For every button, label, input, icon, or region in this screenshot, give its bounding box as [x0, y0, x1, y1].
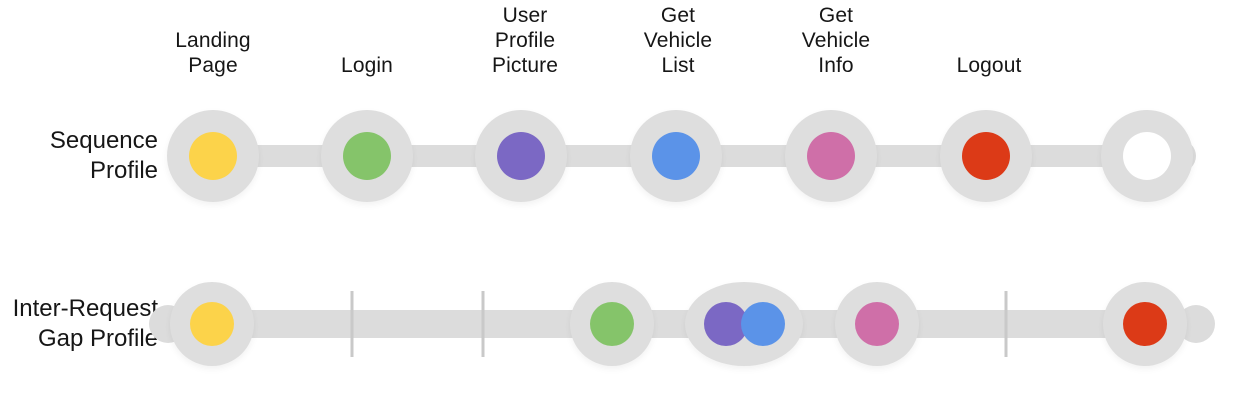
dot-get-vehicle-info-sequence-profile[interactable] — [807, 132, 855, 180]
row-label-inter-request-gap-profile: Inter-Request Gap Profile — [12, 295, 158, 352]
dot-get-vehicle-info-inter-request-gap-profile[interactable] — [855, 302, 899, 346]
dot-get-vehicle-list-sequence-profile[interactable] — [652, 132, 700, 180]
column-label-6: Logout — [956, 54, 1022, 77]
dot-user-profile-picture-sequence-profile[interactable] — [497, 132, 545, 180]
row-label-sequence-profile: Sequence Profile — [49, 127, 158, 184]
node-hole-end-marker-sequence-profile — [1123, 132, 1171, 180]
column-label-3: User Profile Picture — [491, 4, 559, 77]
dot-login-sequence-profile[interactable] — [343, 132, 391, 180]
dot-logout-sequence-profile[interactable] — [962, 132, 1010, 180]
connector-track-inter-request-gap-profile — [168, 310, 1196, 338]
column-label-2: Login — [341, 54, 393, 77]
column-label-5: Get Vehicle Info — [801, 4, 871, 77]
gap-tick-1-inter-request-gap-profile — [350, 291, 354, 357]
dot-landing-page-inter-request-gap-profile[interactable] — [190, 302, 234, 346]
dot-user-profile-picture-inter-request-gap-profile[interactable] — [704, 302, 748, 346]
gap-tick-3-inter-request-gap-profile — [1004, 291, 1008, 357]
dot-logout-inter-request-gap-profile[interactable] — [1123, 302, 1167, 346]
gap-tick-2-inter-request-gap-profile — [481, 291, 485, 357]
column-label-4: Get Vehicle List — [643, 4, 713, 77]
column-label-1: Landing Page — [175, 29, 251, 77]
dot-landing-page-sequence-profile[interactable] — [189, 132, 237, 180]
dot-get-vehicle-list-inter-request-gap-profile[interactable] — [741, 302, 785, 346]
dot-login-inter-request-gap-profile[interactable] — [590, 302, 634, 346]
